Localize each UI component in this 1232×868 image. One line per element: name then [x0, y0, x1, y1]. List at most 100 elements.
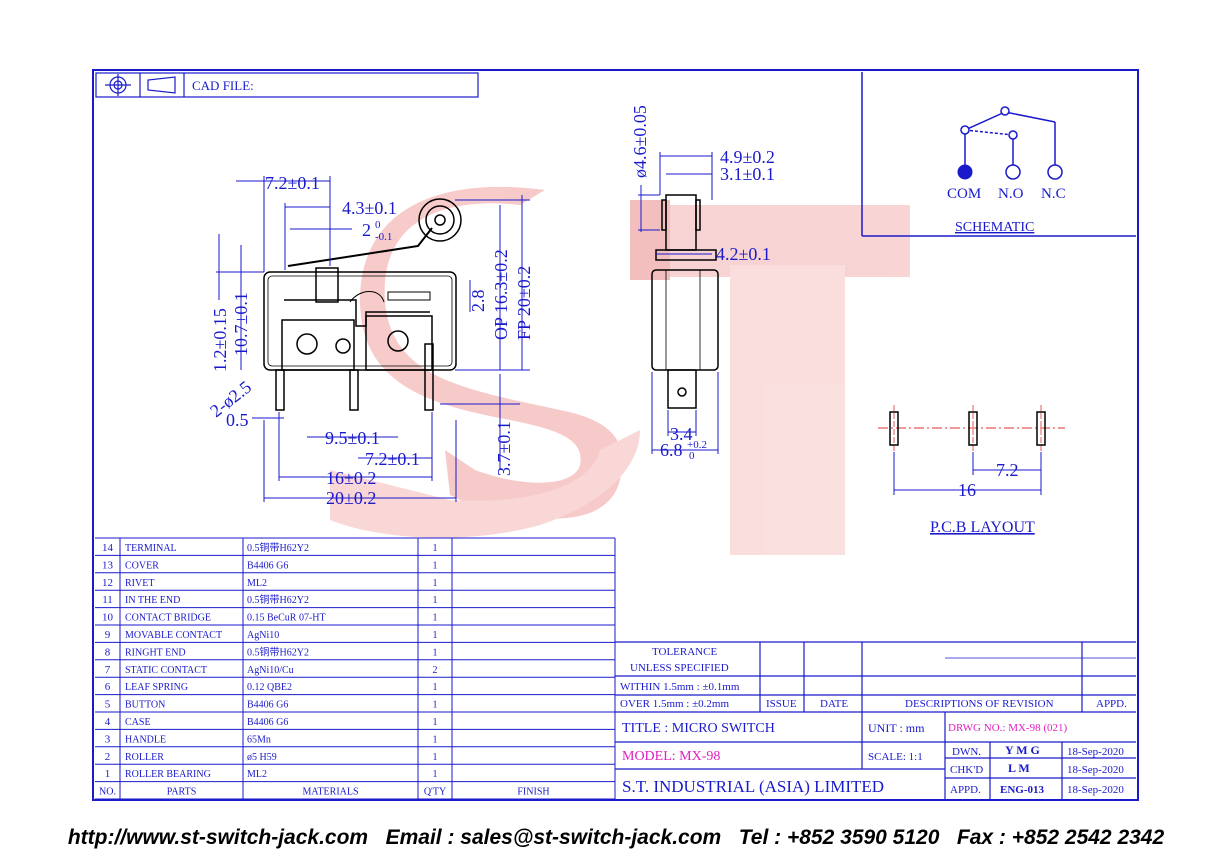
bom-row-part: RINGHT END [125, 647, 186, 658]
bom-row-qty: 1 [433, 700, 438, 711]
dim-2-8: 2.8 [468, 290, 488, 313]
bom-row-qty: 1 [433, 578, 438, 589]
bom-row-no: 10 [102, 612, 114, 624]
dim-2-sub: -0.1 [375, 231, 392, 243]
dim-fp: FP 20±0.2 [514, 266, 534, 340]
bom-row-material: 0.15 BeCuR 07-HT [247, 613, 326, 624]
dim-7-2-bottom: 7.2±0.1 [365, 449, 420, 469]
bom-row-part: STATIC CONTACT [125, 665, 207, 676]
dim-3-4: 3.4 [670, 424, 693, 444]
bom-row-part: HANDLE [125, 734, 166, 745]
schematic-com-label: COM [947, 186, 981, 202]
dim-4-3: 4.3±0.1 [342, 198, 397, 218]
bom-row-no: 4 [105, 716, 111, 728]
revision-date-header: DATE [820, 698, 848, 710]
pcb-dim-7-2: 7.2 [996, 460, 1019, 480]
dim-op: OP 16.3±0.2 [491, 249, 511, 340]
bom-row-material: B4406 G6 [247, 700, 288, 711]
dim-10-7: 10.7±0.1 [231, 292, 251, 356]
bom-row-material: ML2 [247, 769, 267, 780]
bom-row-material: 0.5铜带H62Y2 [247, 542, 309, 554]
bom-row-material: ML2 [247, 578, 267, 589]
bom-row-qty: 2 [433, 665, 438, 676]
revision-desc-header: DESCRIPTIONS OF REVISION [905, 698, 1054, 710]
bom-row-part: TERMINAL [125, 543, 177, 554]
bom-row-no: 12 [102, 577, 113, 589]
bom-row-material: AgNi10 [247, 630, 279, 641]
pcb-dim-16: 16 [958, 480, 976, 500]
bom-row-qty: 1 [433, 752, 438, 763]
bom-row-no: 11 [102, 594, 113, 606]
pcb-layout-drawing [878, 405, 1065, 495]
footer-url[interactable]: http://www.st-switch-jack.com [67, 826, 369, 849]
bom-row-qty: 1 [433, 734, 438, 745]
bom-row-qty: 1 [433, 647, 438, 658]
dim-0-5: 0.5 [226, 410, 249, 430]
bom-row-no: 1 [105, 768, 111, 780]
bom-row-part: RIVET [125, 578, 154, 589]
revision-issue-header: ISSUE [766, 698, 797, 710]
cad-file-label: CAD FILE: [192, 78, 254, 93]
bom-row-material: B4406 G6 [247, 560, 288, 571]
revision-appd-header: APPD. [1096, 698, 1127, 710]
bom-header-qty: Q'TY [424, 787, 446, 798]
bom-row-qty: 1 [433, 682, 438, 693]
bom-header-parts: PARTS [167, 787, 197, 798]
bom-row-no: 6 [105, 681, 111, 693]
schematic-title: SCHEMATIC [955, 220, 1034, 235]
bom-header-no: NO. [99, 787, 116, 798]
chkd-value: L M [1008, 761, 1030, 775]
schematic-no-label: N.O [998, 186, 1024, 202]
appd-date: 18-Sep-2020 [1067, 784, 1124, 796]
footer-tel: Tel : +852 3590 5120 [738, 826, 940, 849]
bom-row-no: 5 [105, 699, 111, 711]
bom-row-part: CONTACT BRIDGE [125, 613, 211, 624]
bom-row-qty: 1 [433, 769, 438, 780]
com-terminal-dot [957, 164, 973, 180]
dim-20: 20±0.2 [326, 488, 376, 508]
dim-9-5: 9.5±0.1 [325, 428, 380, 448]
dim-roller-dia: ø4.6±0.05 [630, 105, 650, 178]
model-label: MODEL: MX-98 [622, 749, 720, 764]
bom-row-material: 0.12 QBE2 [247, 682, 292, 693]
bom-row-no: 14 [102, 542, 114, 554]
sheet-border [92, 69, 1139, 801]
front-view-dimensions [638, 152, 719, 454]
bom-row-no: 3 [105, 733, 111, 745]
dim-2-sup: 0 [375, 219, 381, 231]
bom-row-material: AgNi10/Cu [247, 665, 294, 676]
dim-3-7: 3.7±0.1 [494, 421, 514, 476]
dim-3-1: 3.1±0.1 [720, 164, 775, 184]
dim-7-2-top: 7.2±0.1 [265, 173, 320, 193]
bom-row-part: IN THE END [125, 595, 180, 606]
pcb-title: P.C.B LAYOUT [930, 519, 1035, 536]
drawing-number: DRWG NO.: MX-98 (021) [948, 722, 1067, 734]
bom-row-no: 8 [105, 646, 111, 658]
bom-row-no: 2 [105, 751, 111, 763]
title-block-lines [615, 641, 1136, 800]
bom-row-material: ø5 H59 [247, 752, 277, 763]
schematic-box [861, 72, 1136, 237]
bom-row-part: ROLLER BEARING [125, 769, 211, 780]
bom-row-part: LEAF SPRING [125, 682, 188, 693]
bom-row-qty: 1 [433, 630, 438, 641]
bom-row-qty: 1 [433, 560, 438, 571]
dim-6-8-sup: +0.2 [687, 439, 707, 451]
bom-row-part: COVER [125, 560, 159, 571]
dim-6-8-base: 6.8 [660, 440, 683, 460]
bom-header-materials: MATERIALS [302, 787, 358, 798]
dim-16: 16±0.2 [326, 468, 376, 488]
dim-4-2: 4.2±0.1 [716, 244, 771, 264]
drawing-title: TITLE : MICRO SWITCH [622, 721, 775, 736]
chkd-label: CHK'D [950, 764, 983, 776]
footer-fax: Fax : +852 2542 2342 [956, 826, 1165, 849]
bom-row-material: 0.5铜带H62Y2 [247, 594, 309, 606]
footer-email[interactable]: Email : sales@st-switch-jack.com [385, 826, 722, 849]
tolerance-title: TOLERANCE [652, 646, 717, 658]
bom-row-no: 7 [105, 664, 111, 676]
bom-row-material: B4406 G6 [247, 717, 288, 728]
bom-row-part: CASE [125, 717, 151, 728]
scale-label: SCALE: 1:1 [868, 751, 923, 763]
